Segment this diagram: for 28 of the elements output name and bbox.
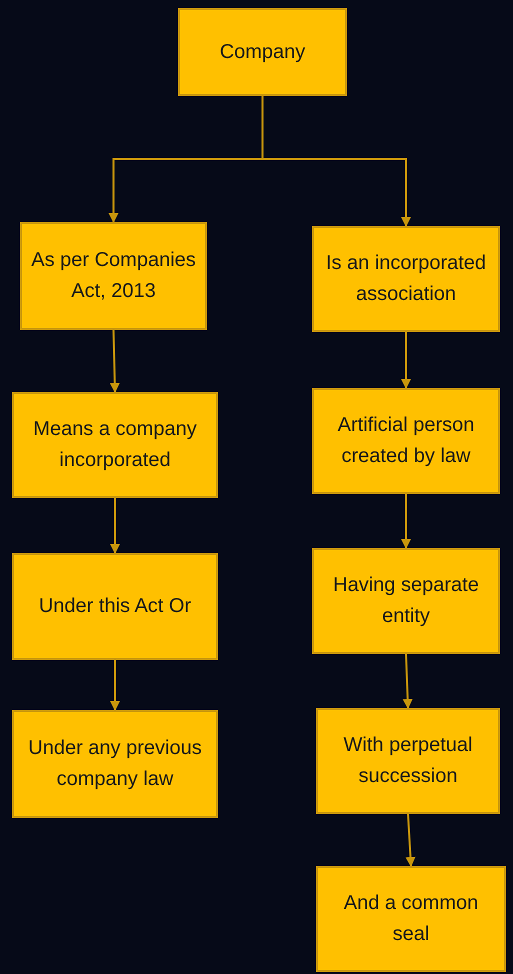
box-label: Is an incorporated association (324, 251, 488, 307)
arrow (262, 96, 411, 227)
box-label: And a common seal (342, 891, 480, 947)
process-box (316, 708, 500, 814)
process-box (312, 388, 500, 494)
arrow (110, 498, 120, 554)
process-box (312, 226, 500, 332)
box-label: Company (220, 40, 306, 64)
box-label: Having separate entity (332, 573, 480, 629)
box-label: Artificial person created by law (336, 413, 476, 469)
arrow (401, 332, 411, 389)
arrow (406, 814, 416, 867)
process-box (12, 553, 218, 660)
arrow (110, 330, 120, 393)
arrow (402, 654, 413, 709)
process-box (20, 222, 207, 330)
process-box (312, 548, 500, 654)
arrow (401, 494, 411, 549)
box-label: With perpetual succession (342, 733, 474, 789)
arrow (110, 660, 120, 711)
box-label: Under any previous company law (27, 736, 203, 792)
box-label: As per Companies Act, 2013 (30, 248, 197, 304)
box-label: Means a company incorporated (32, 417, 198, 473)
process-box (12, 710, 218, 818)
process-box (12, 392, 218, 498)
process-box (178, 8, 347, 96)
box-label: Under this Act Or (38, 594, 192, 619)
process-box (316, 866, 506, 972)
